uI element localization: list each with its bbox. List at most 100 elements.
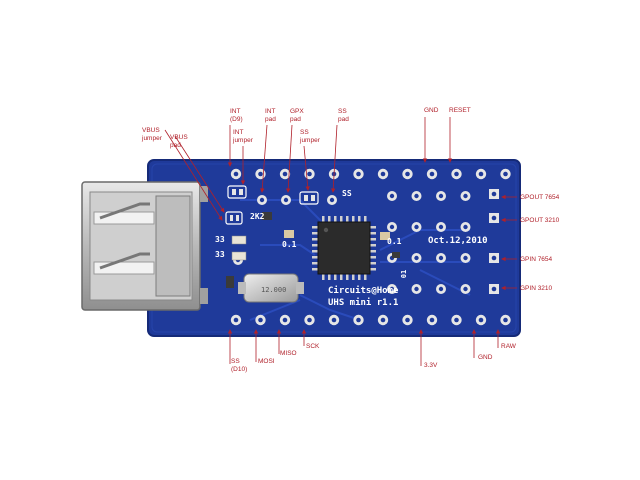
annotation-arrow bbox=[501, 256, 517, 262]
header-pad bbox=[281, 195, 291, 205]
annotation-arrow bbox=[174, 135, 225, 213]
header-pad bbox=[460, 284, 471, 294]
usb-a-connector bbox=[81, 181, 208, 311]
header-pad bbox=[475, 314, 487, 326]
label-gnd-bottom: GND bbox=[478, 354, 493, 361]
annotation-arrow bbox=[260, 124, 268, 193]
header-pad bbox=[436, 253, 446, 263]
header-pad bbox=[255, 314, 266, 326]
annotation-arrow bbox=[276, 329, 282, 354]
annotation-arrow bbox=[240, 146, 246, 185]
usb-host-controller-chip bbox=[312, 216, 376, 280]
silk-ic-mark: 01 bbox=[400, 269, 409, 279]
label-gnd-top: GND bbox=[424, 107, 439, 114]
annotation-arrow bbox=[501, 217, 517, 223]
header-pad bbox=[426, 168, 438, 180]
annotation-arrow bbox=[331, 124, 338, 193]
label-raw: RAW bbox=[501, 343, 516, 350]
annotation-arrow bbox=[501, 194, 517, 200]
header-pad bbox=[353, 168, 364, 180]
silk-cap-a: 0.1 bbox=[282, 240, 297, 249]
annotation-arrow bbox=[286, 124, 293, 193]
annotation-arrow bbox=[422, 117, 428, 163]
header-pad bbox=[255, 168, 266, 180]
header-pad bbox=[304, 314, 315, 326]
silk-2k2: 2K2 bbox=[250, 212, 265, 221]
label-ss-d10: SS(D10) bbox=[231, 358, 248, 373]
header-pad bbox=[451, 314, 462, 326]
header-pad bbox=[257, 195, 267, 205]
header-pad bbox=[353, 314, 364, 326]
annotation-arrow bbox=[301, 329, 307, 346]
header-pad bbox=[489, 213, 499, 223]
header-pad bbox=[436, 284, 446, 294]
board-date: Oct.12,2010 bbox=[428, 236, 488, 246]
label-gpin-3210: GPIN 3210 bbox=[520, 285, 553, 292]
label-int-d9: INT(D9) bbox=[230, 108, 243, 123]
label-sck: SCK bbox=[306, 343, 320, 350]
header-pad bbox=[230, 168, 242, 180]
silk-r33-b: 33 bbox=[215, 250, 225, 259]
board-brand: Circuits@Home bbox=[328, 286, 399, 296]
label-gpout-3210: GPOUT 3210 bbox=[520, 217, 560, 224]
label-3v3: 3.3V bbox=[424, 362, 438, 369]
silk-cap-b: 0.1 bbox=[387, 237, 402, 246]
header-pad bbox=[402, 314, 413, 326]
label-gpin-7654: GPIN 7654 bbox=[520, 256, 553, 263]
header-pad bbox=[500, 314, 511, 326]
header-pad bbox=[377, 314, 389, 326]
header-pad bbox=[279, 314, 291, 326]
label-mosi: MOSI bbox=[258, 358, 275, 365]
annotation-arrow bbox=[501, 285, 517, 291]
silk-r33-a: 33 bbox=[215, 235, 225, 244]
annotation-arrow bbox=[471, 329, 477, 358]
header-pad bbox=[279, 168, 291, 180]
header-pad bbox=[500, 168, 511, 180]
header-pad bbox=[411, 191, 422, 201]
annotation-arrow bbox=[447, 117, 453, 163]
annotation-arrow bbox=[227, 329, 233, 364]
header-pad bbox=[489, 253, 499, 263]
header-pad bbox=[489, 284, 499, 294]
crystal-oscillator bbox=[238, 273, 304, 303]
header-pad bbox=[475, 168, 487, 180]
label-miso: MISO bbox=[280, 350, 297, 357]
crystal-marking: 12.000 bbox=[261, 286, 286, 294]
header-pad bbox=[327, 195, 337, 205]
header-pad bbox=[426, 314, 438, 326]
annotation-arrow bbox=[495, 329, 501, 348]
header-pad bbox=[402, 168, 413, 180]
header-pad bbox=[460, 222, 471, 232]
silk-ss: SS bbox=[342, 189, 352, 198]
header-pad bbox=[387, 284, 397, 294]
annotation-arrow bbox=[418, 329, 424, 366]
annotation-arrow bbox=[227, 125, 233, 167]
header-pad bbox=[377, 168, 389, 180]
header-pad bbox=[328, 314, 340, 326]
header-pad bbox=[436, 191, 446, 201]
header-pad bbox=[387, 222, 397, 232]
label-reset: RESET bbox=[449, 107, 471, 114]
board-model: UHS mini r1.1 bbox=[328, 298, 399, 308]
header-pad bbox=[460, 253, 471, 263]
header-pad bbox=[411, 284, 422, 294]
header-pad bbox=[387, 191, 397, 201]
header-pad bbox=[489, 189, 499, 199]
header-pad bbox=[230, 314, 242, 326]
header-pad bbox=[436, 222, 446, 232]
header-pad bbox=[460, 191, 471, 201]
header-pad bbox=[411, 222, 422, 232]
header-pad bbox=[451, 168, 462, 180]
header-pad bbox=[411, 253, 422, 263]
label-gpout-7654: GPOUT 7654 bbox=[520, 194, 560, 201]
annotation-arrow bbox=[164, 129, 223, 221]
